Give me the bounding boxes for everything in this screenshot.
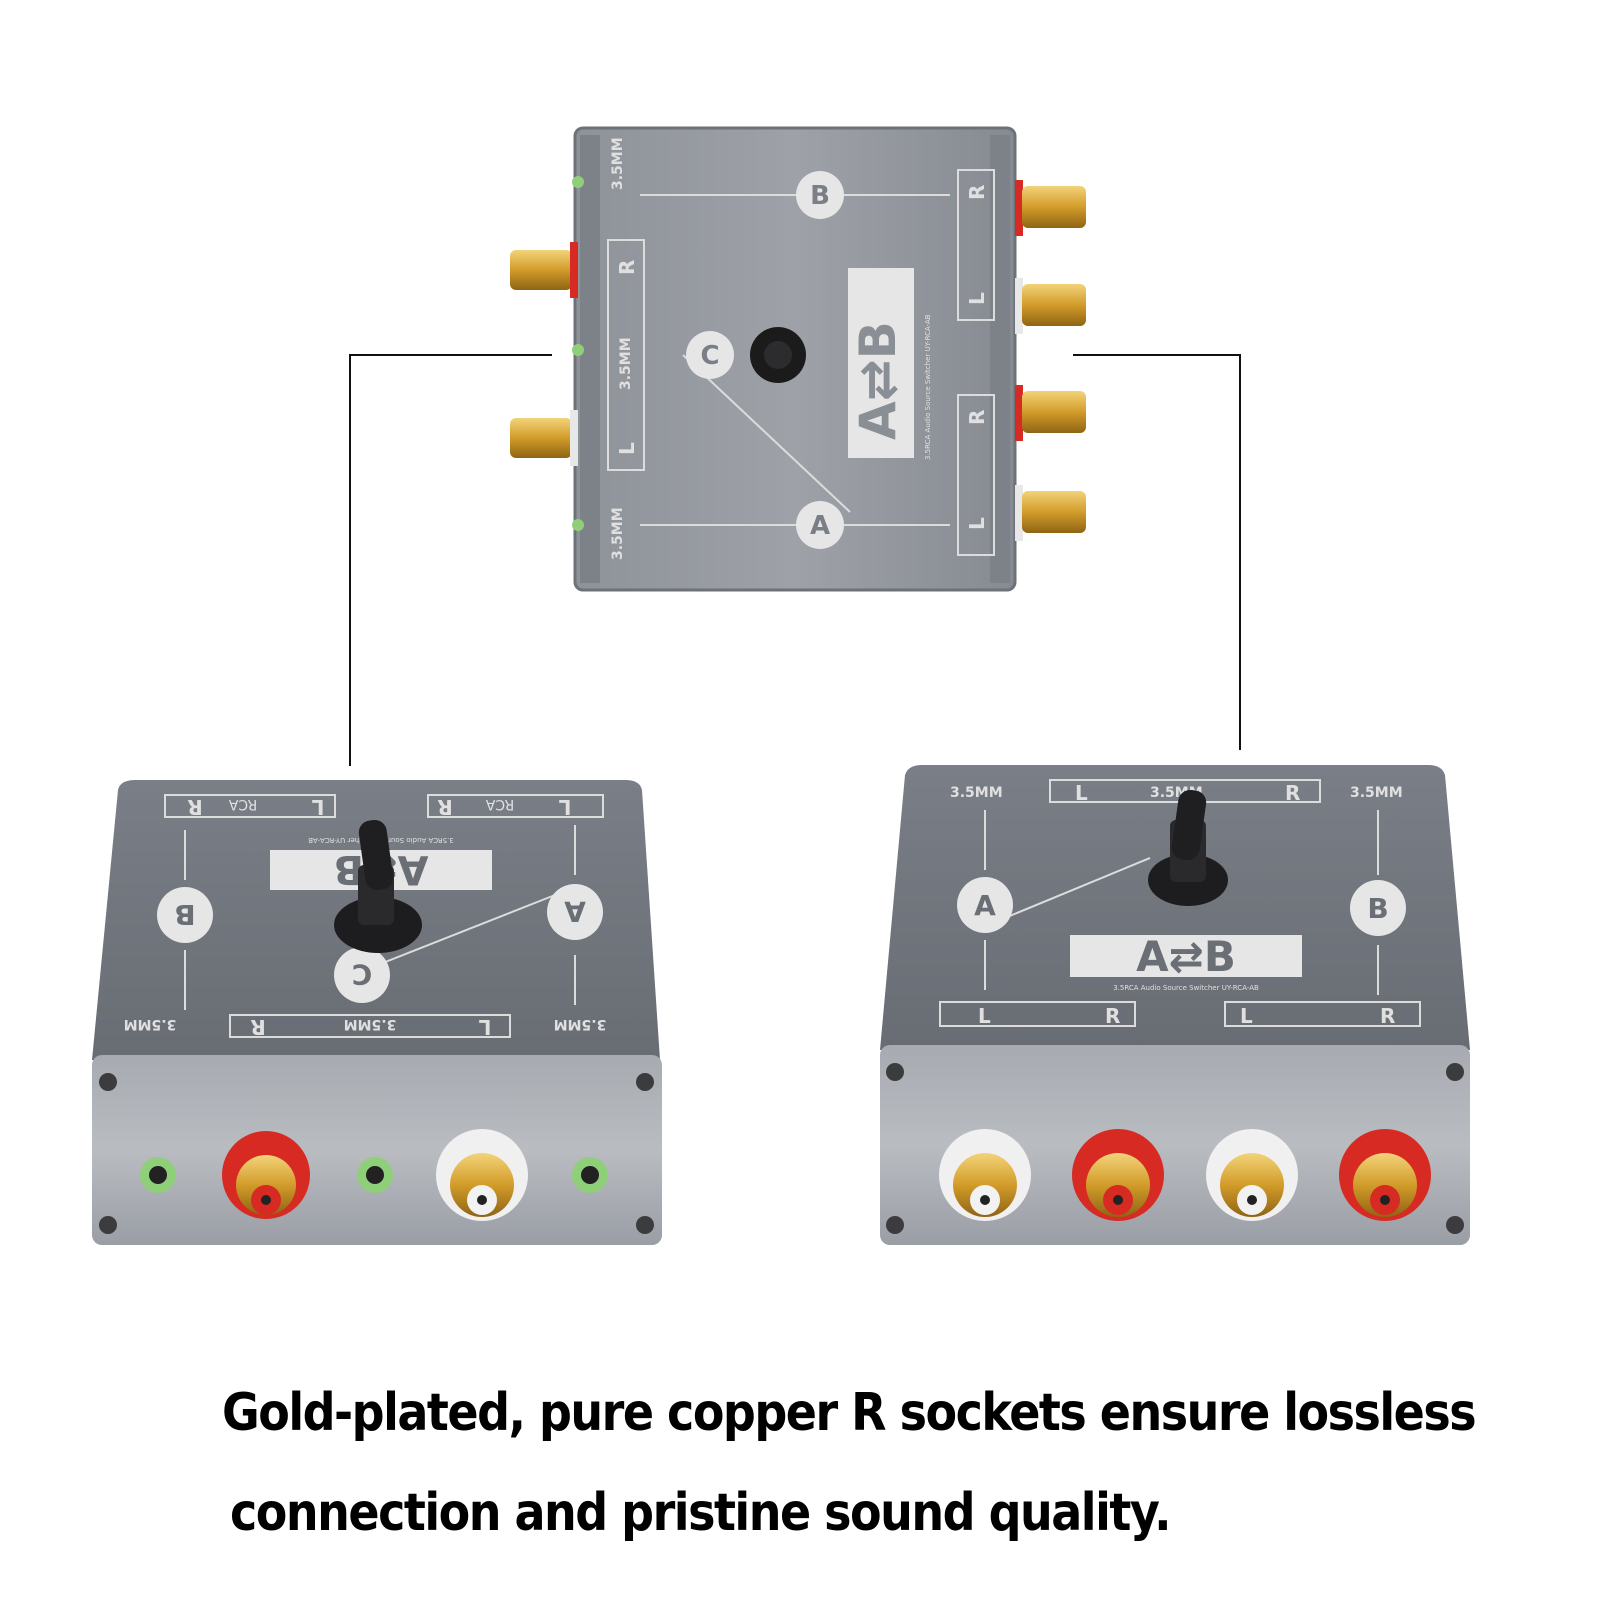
right-logo: A⇄B bbox=[1136, 932, 1236, 981]
left-right-label-2: R bbox=[437, 795, 452, 819]
right-device-top bbox=[880, 765, 1470, 1050]
screw bbox=[1446, 1063, 1464, 1081]
top-model-text: 3.5RCA Audio Source Switcher UY-RCA-AB bbox=[924, 314, 932, 460]
top-size-label-2: 3.5MM bbox=[618, 337, 634, 390]
screw bbox=[636, 1073, 654, 1091]
right-port-a: A bbox=[974, 889, 996, 922]
top-logo-plate bbox=[848, 268, 914, 458]
screw bbox=[886, 1063, 904, 1081]
left-device: RCA RCA R L R L 3.5MM R L 3.5MM 3.5MM B … bbox=[92, 780, 662, 1245]
rca-socket-icon bbox=[1022, 284, 1086, 326]
screw bbox=[636, 1216, 654, 1234]
top-right-label: R bbox=[615, 260, 639, 275]
right-left-label-2: L bbox=[1240, 1004, 1253, 1028]
right-right-label-top: R bbox=[1285, 781, 1300, 805]
left-left-label-2: L bbox=[558, 795, 571, 819]
toggle-switch-lever bbox=[764, 341, 792, 369]
top-left-label-a: L bbox=[965, 517, 989, 530]
left-left-label-1: L bbox=[311, 795, 324, 819]
toggle-switch-icon[interactable] bbox=[334, 818, 422, 953]
top-left-sockets bbox=[510, 176, 584, 531]
right-size-label-2: 3.5MM bbox=[1350, 785, 1403, 801]
right-logo-plate bbox=[1070, 935, 1302, 977]
top-size-label-3: 3.5MM bbox=[610, 507, 626, 560]
right-right-label-2: R bbox=[1380, 1004, 1395, 1028]
top-port-c: C bbox=[700, 341, 719, 371]
top-print-lines bbox=[607, 169, 995, 556]
top-left-label: L bbox=[615, 442, 639, 455]
left-size-label-2: 3.5MM bbox=[554, 1016, 607, 1032]
right-model-text: 3.5RCA Audio Source Switcher UY-RCA-AB bbox=[1113, 984, 1259, 992]
rca-red-ring bbox=[1015, 180, 1023, 236]
right-port-b: B bbox=[1367, 892, 1388, 925]
caption-line-1: Gold-plated, pure copper R sockets ensur… bbox=[222, 1382, 1477, 1443]
left-port-a-circle bbox=[547, 884, 603, 940]
top-right-sockets bbox=[1015, 180, 1086, 541]
rca-white-ring bbox=[1015, 485, 1023, 541]
toggle-switch-icon[interactable] bbox=[1148, 788, 1228, 906]
right-port-a-circle bbox=[957, 877, 1013, 933]
left-left-label-3: L bbox=[478, 1015, 491, 1039]
left-port-b-circle bbox=[157, 887, 213, 943]
top-port-b: B bbox=[810, 181, 830, 211]
top-port-a-circle bbox=[796, 501, 844, 549]
rca-red-ring bbox=[1015, 385, 1023, 441]
connector-right bbox=[1073, 354, 1241, 750]
left-front-sockets bbox=[140, 1129, 608, 1221]
left-port-a: A bbox=[564, 895, 586, 928]
jack-green bbox=[572, 344, 584, 356]
left-size-label-1: 3.5MM bbox=[124, 1016, 177, 1032]
left-right-label-3: R bbox=[250, 1015, 265, 1039]
right-front-sockets bbox=[939, 1129, 1431, 1221]
left-right-label-1: R bbox=[187, 795, 202, 819]
connector-left bbox=[349, 354, 552, 766]
top-port-c-circle bbox=[686, 331, 734, 379]
rca-socket-icon bbox=[510, 250, 572, 290]
rca-socket-icon bbox=[510, 418, 572, 458]
left-size-label-mid: 3.5MM bbox=[344, 1016, 397, 1032]
left-port-c-circle bbox=[334, 947, 390, 1003]
caption-line-2: connection and pristine sound quality. bbox=[230, 1482, 1172, 1543]
left-port-b: B bbox=[174, 898, 195, 931]
rca-white-ring bbox=[570, 410, 578, 466]
top-logo: A⇄B bbox=[849, 321, 907, 440]
top-port-b-circle bbox=[796, 171, 844, 219]
right-port-b-circle bbox=[1350, 880, 1406, 936]
jack-green bbox=[572, 519, 584, 531]
screw bbox=[99, 1216, 117, 1234]
top-right-label-b: R bbox=[965, 185, 989, 200]
right-device: 3.5MM 3.5MM 3.5MM L R L R L R A B A⇄B 3.… bbox=[880, 765, 1470, 1245]
right-left-label-top: L bbox=[1075, 781, 1088, 805]
top-left-label-b: L bbox=[965, 292, 989, 305]
right-right-label-1: R bbox=[1105, 1004, 1120, 1028]
rca-socket-icon bbox=[1022, 186, 1086, 228]
screw bbox=[1446, 1216, 1464, 1234]
top-size-label-1: 3.5MM bbox=[610, 137, 626, 190]
jack-green bbox=[572, 176, 584, 188]
top-right-label-a: R bbox=[965, 410, 989, 425]
top-device-left-edge bbox=[580, 135, 600, 583]
connector-lines bbox=[349, 354, 1241, 766]
right-size-label-1: 3.5MM bbox=[950, 785, 1003, 801]
left-device-front bbox=[92, 1055, 662, 1245]
top-port-a: A bbox=[810, 511, 830, 541]
right-device-front bbox=[880, 1045, 1470, 1245]
top-device: C B A 3.5MM 3.5MM 3.5MM R L R L R L bbox=[510, 126, 1086, 592]
left-rca-label-1: RCA bbox=[228, 796, 257, 812]
left-port-c: C bbox=[352, 958, 373, 991]
right-left-label-1: L bbox=[978, 1004, 991, 1028]
rca-socket-icon bbox=[1022, 391, 1086, 433]
rca-red-ring bbox=[570, 242, 578, 298]
screw bbox=[99, 1073, 117, 1091]
left-print-lines bbox=[164, 794, 604, 1038]
left-rca-label-2: RCA bbox=[485, 796, 514, 812]
rca-white-ring bbox=[1015, 278, 1023, 334]
screw bbox=[886, 1216, 904, 1234]
rca-socket-icon bbox=[1022, 491, 1086, 533]
